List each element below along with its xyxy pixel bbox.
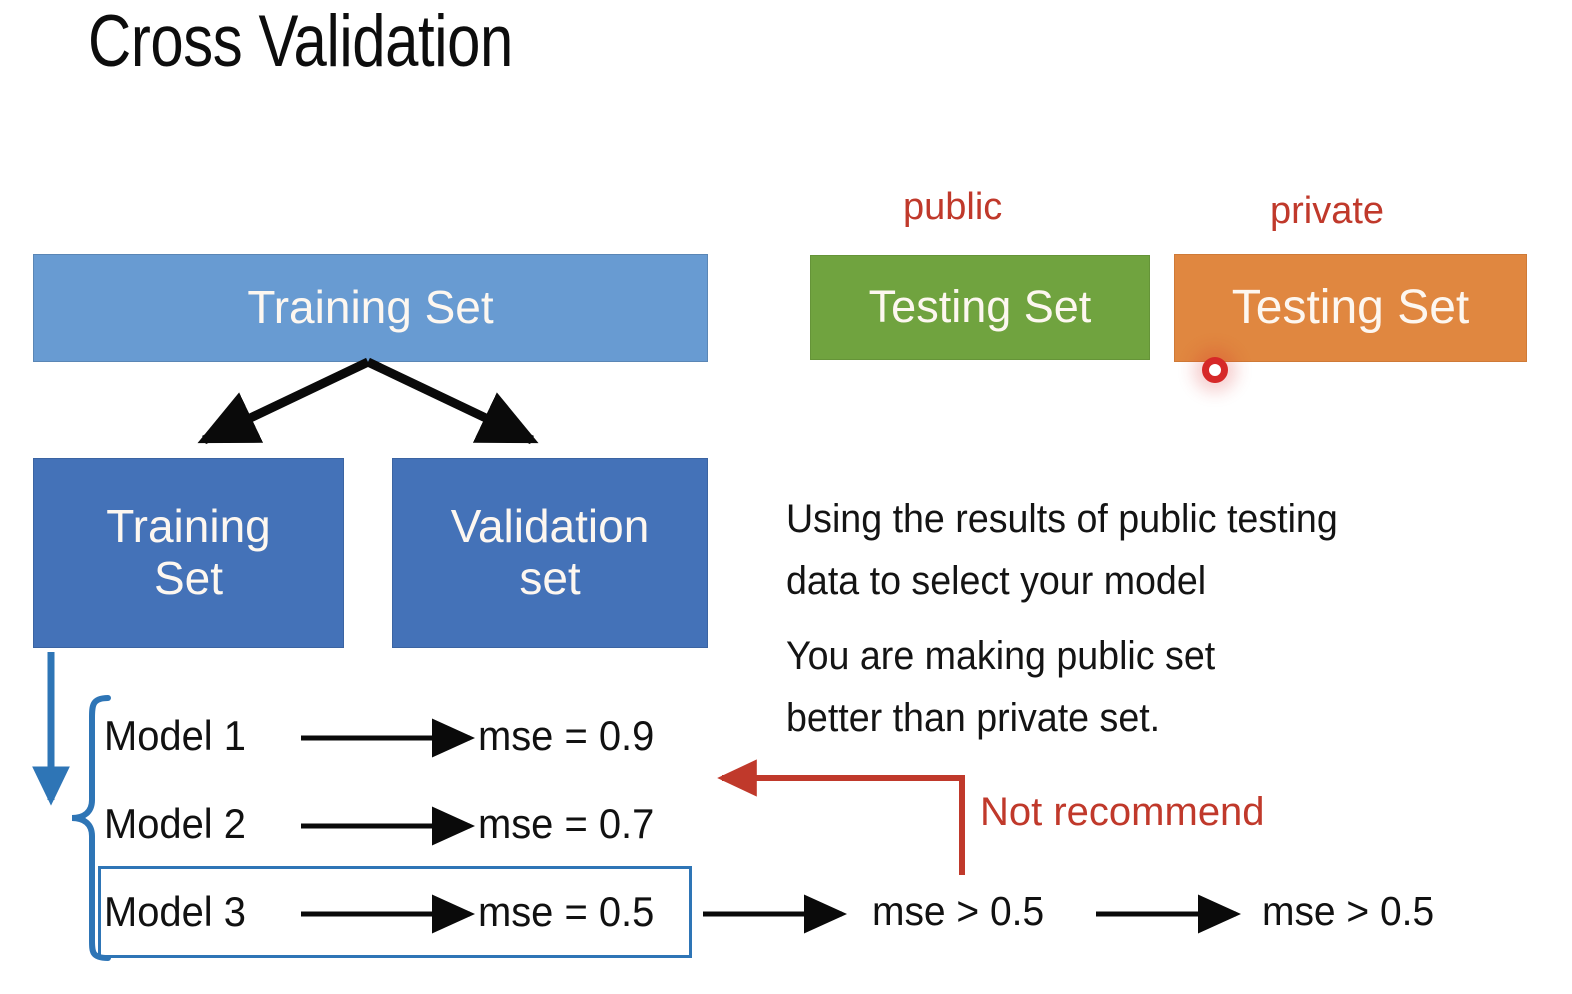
arrow-not-recommend-feedback [717, 759, 965, 875]
model-3-label: Model 3 [104, 888, 246, 935]
box-testing-set-public[interactable]: Testing Set [810, 255, 1150, 360]
model-2-mse: mse = 0.7 [478, 800, 655, 847]
label-not-recommend: Not recommend [980, 790, 1265, 834]
outcome-mse-public: mse > 0.5 [872, 888, 1045, 934]
cursor-click-indicator [1202, 357, 1228, 383]
label-public: public [903, 186, 1003, 228]
box-testing-set-private[interactable]: Testing Set [1174, 254, 1527, 362]
box-validation-set[interactable]: Validation set [392, 458, 708, 648]
split-arrow-right [366, 357, 539, 445]
model-3-selection-highlight[interactable] [98, 866, 692, 958]
paragraph-public-testing-usage: Using the results of public testing data… [786, 497, 1338, 603]
model-3-mse: mse = 0.5 [478, 888, 655, 935]
model-2-label: Model 2 [104, 800, 246, 847]
label-private: private [1270, 190, 1385, 232]
outcome-mse-private: mse > 0.5 [1262, 888, 1435, 934]
model-1-label: Model 1 [104, 712, 246, 759]
page-title: Cross Validation [88, 1, 513, 82]
box-training-set-main[interactable]: Training Set [33, 254, 708, 362]
paragraph-public-vs-private: You are making public set better than pr… [786, 634, 1216, 740]
box-training-set-sub[interactable]: Training Set [33, 458, 344, 648]
split-arrow-left [197, 357, 370, 445]
model-1-mse: mse = 0.9 [478, 712, 655, 759]
